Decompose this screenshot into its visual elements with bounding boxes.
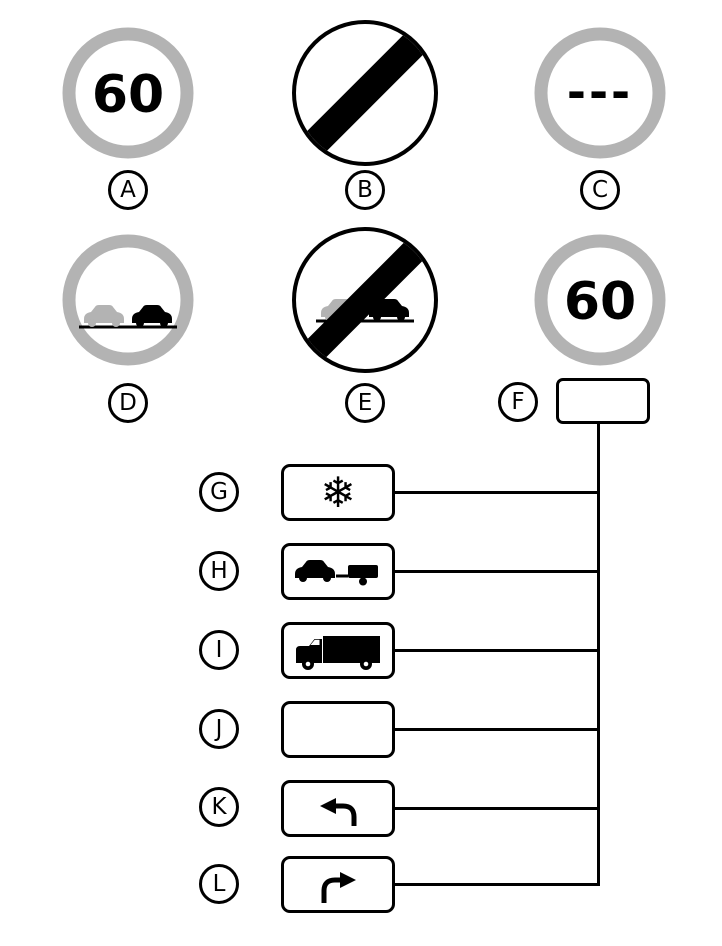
answer-box-f[interactable] [556, 378, 650, 424]
connector-line-h [395, 570, 600, 573]
sign-a-speed-limit: 60 [62, 27, 194, 163]
label-a-text: A [120, 177, 136, 203]
label-f-text: F [511, 389, 525, 415]
sign-b-end-of-restrictions [292, 20, 438, 170]
label-d: D [108, 383, 148, 423]
label-e-text: E [357, 390, 373, 416]
label-l-text: L [212, 871, 226, 897]
label-b: B [345, 170, 385, 210]
label-c: C [580, 170, 620, 210]
sign-b-svg [292, 20, 438, 166]
label-a: A [108, 170, 148, 210]
connector-vertical-line [597, 424, 600, 886]
label-g: G [199, 472, 239, 512]
gray-car-icon [84, 305, 124, 327]
label-c-text: C [591, 177, 609, 203]
black-car-icon [132, 305, 172, 327]
label-k: K [199, 787, 239, 827]
sign-c-svg: --- [534, 27, 666, 159]
connector-line-i [395, 649, 600, 652]
label-e: E [345, 383, 385, 423]
label-b-text: B [357, 177, 373, 203]
sign-e-svg [292, 227, 438, 373]
label-k-text: K [211, 794, 227, 820]
turn-right-arrow-icon [321, 871, 356, 903]
sign-e-end-of-no-overtaking [292, 227, 438, 377]
connector-line-l [395, 883, 600, 886]
connector-line-g [395, 491, 600, 494]
label-f: F [498, 382, 538, 422]
sign-f-value: 60 [564, 272, 636, 332]
label-h-text: H [210, 558, 228, 584]
diagonal-stripe-icon [304, 239, 426, 361]
label-j-text: J [215, 716, 223, 742]
label-d-text: D [119, 390, 137, 416]
gray-ring [62, 234, 194, 366]
sign-c-dashes: --- [534, 27, 666, 163]
connector-line-k [395, 807, 600, 810]
sign-f-svg: 60 [534, 234, 666, 366]
sign-d-svg [62, 234, 194, 366]
option-box-j[interactable] [281, 701, 395, 758]
option-box-l[interactable] [281, 856, 395, 913]
label-g-text: G [210, 479, 228, 505]
sign-a-svg: 60 [62, 27, 194, 159]
sign-d-no-overtaking [62, 234, 194, 370]
car-with-trailer-icon [295, 559, 378, 585]
sign-a-value: 60 [92, 65, 164, 125]
snowflake-icon: ❄ [320, 467, 356, 517]
label-i-text: I [215, 637, 223, 663]
label-h: H [199, 551, 239, 591]
gray-ring [534, 27, 666, 159]
gray-ring [62, 27, 194, 159]
turn-left-arrow-icon [320, 797, 357, 826]
option-box-i[interactable] [281, 622, 395, 679]
diagonal-stripe-icon [302, 30, 428, 156]
truck-window [310, 639, 320, 645]
option-box-g[interactable]: ❄ [281, 464, 395, 521]
label-i: I [199, 630, 239, 670]
gray-ring [534, 234, 666, 366]
sign-c-value: --- [567, 65, 633, 119]
sign-f-speed-limit: 60 [534, 234, 666, 370]
option-box-k[interactable] [281, 780, 395, 837]
connector-line-j [395, 728, 600, 731]
label-j: J [199, 709, 239, 749]
label-l: L [199, 864, 239, 904]
truck-icon [296, 635, 380, 670]
option-box-h[interactable] [281, 543, 395, 600]
